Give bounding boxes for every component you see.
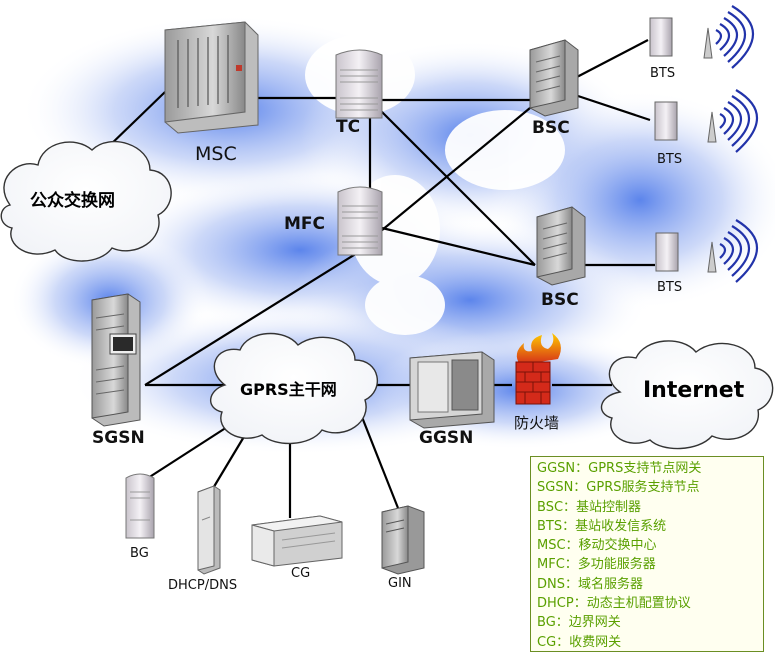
tc-server-icon [335,49,383,119]
pstn-cloud [0,140,172,262]
dhcp-dns-label: DHCP/DNS [168,578,238,593]
bts-tower-icon-3 [655,219,759,283]
pstn-label: 公众交换网 [30,191,115,211]
legend-item-dhcp: DHCP：动态主机配置协议 [537,596,691,612]
bsc-label: BSC [532,118,570,138]
internet-label: Internet [643,378,745,403]
msc-rack-icon [164,21,259,134]
dhcp-dns-server-icon [197,485,221,575]
cg-server-icon [251,515,343,567]
legend-item-ggsn: GGSN：GPRS支持节点网关 [537,461,702,476]
legend-item-cg: CG：收费网关 [537,634,622,650]
bsc-label-2: BSC [541,290,579,310]
bts-tower-icon-2 [654,89,759,153]
legend-item-bts: BTS：基站收发信系统 [537,518,667,534]
bts-tower-icon [649,5,755,69]
firewall-label: 防火墙 [514,414,560,432]
sgsn-label: SGSN [92,428,145,448]
mfc-label: MFC [284,214,326,234]
msc-label: MSC [195,143,237,165]
gin-label: GIN [388,576,412,591]
sgsn-rack-icon [91,293,141,427]
legend-item-dns: DNS：域名服务器 [537,576,643,592]
bts-label-2: BTS [657,152,683,167]
bg-server-icon [125,473,155,539]
gprs-cloud [210,332,378,445]
firewall-icon [515,333,561,405]
legend-box: GGSN：GPRS支持节点网关 SGSN：GPRS服务支持节点 BSC：基站控制… [530,456,764,652]
ggsn-cabinet-icon [409,351,495,429]
legend-item-sgsn: SGSN：GPRS服务支持节点 [537,480,700,496]
gin-server-icon [381,505,425,575]
bts-label: BTS [650,66,676,81]
legend-item-bg: BG：边界网关 [537,615,621,631]
internet-cloud [600,340,774,450]
ggsn-label: GGSN [419,428,474,448]
bsc-cabinet-icon-2 [536,206,586,286]
bg-label: BG [130,546,149,561]
connection-lines [104,39,655,518]
mfc-server-icon [337,186,383,256]
tc-label: TC [336,117,361,137]
legend-item-bsc: BSC：基站控制器 [537,499,642,515]
gprs-backbone-label: GPRS主干网 [240,380,337,399]
bts-label-3: BTS [657,280,683,295]
legend-item-mfc: MFC：多功能服务器 [537,557,656,573]
cg-label: CG [291,566,311,581]
bsc-cabinet-icon [529,39,579,117]
legend-item-msc: MSC：移动交换中心 [537,538,657,554]
